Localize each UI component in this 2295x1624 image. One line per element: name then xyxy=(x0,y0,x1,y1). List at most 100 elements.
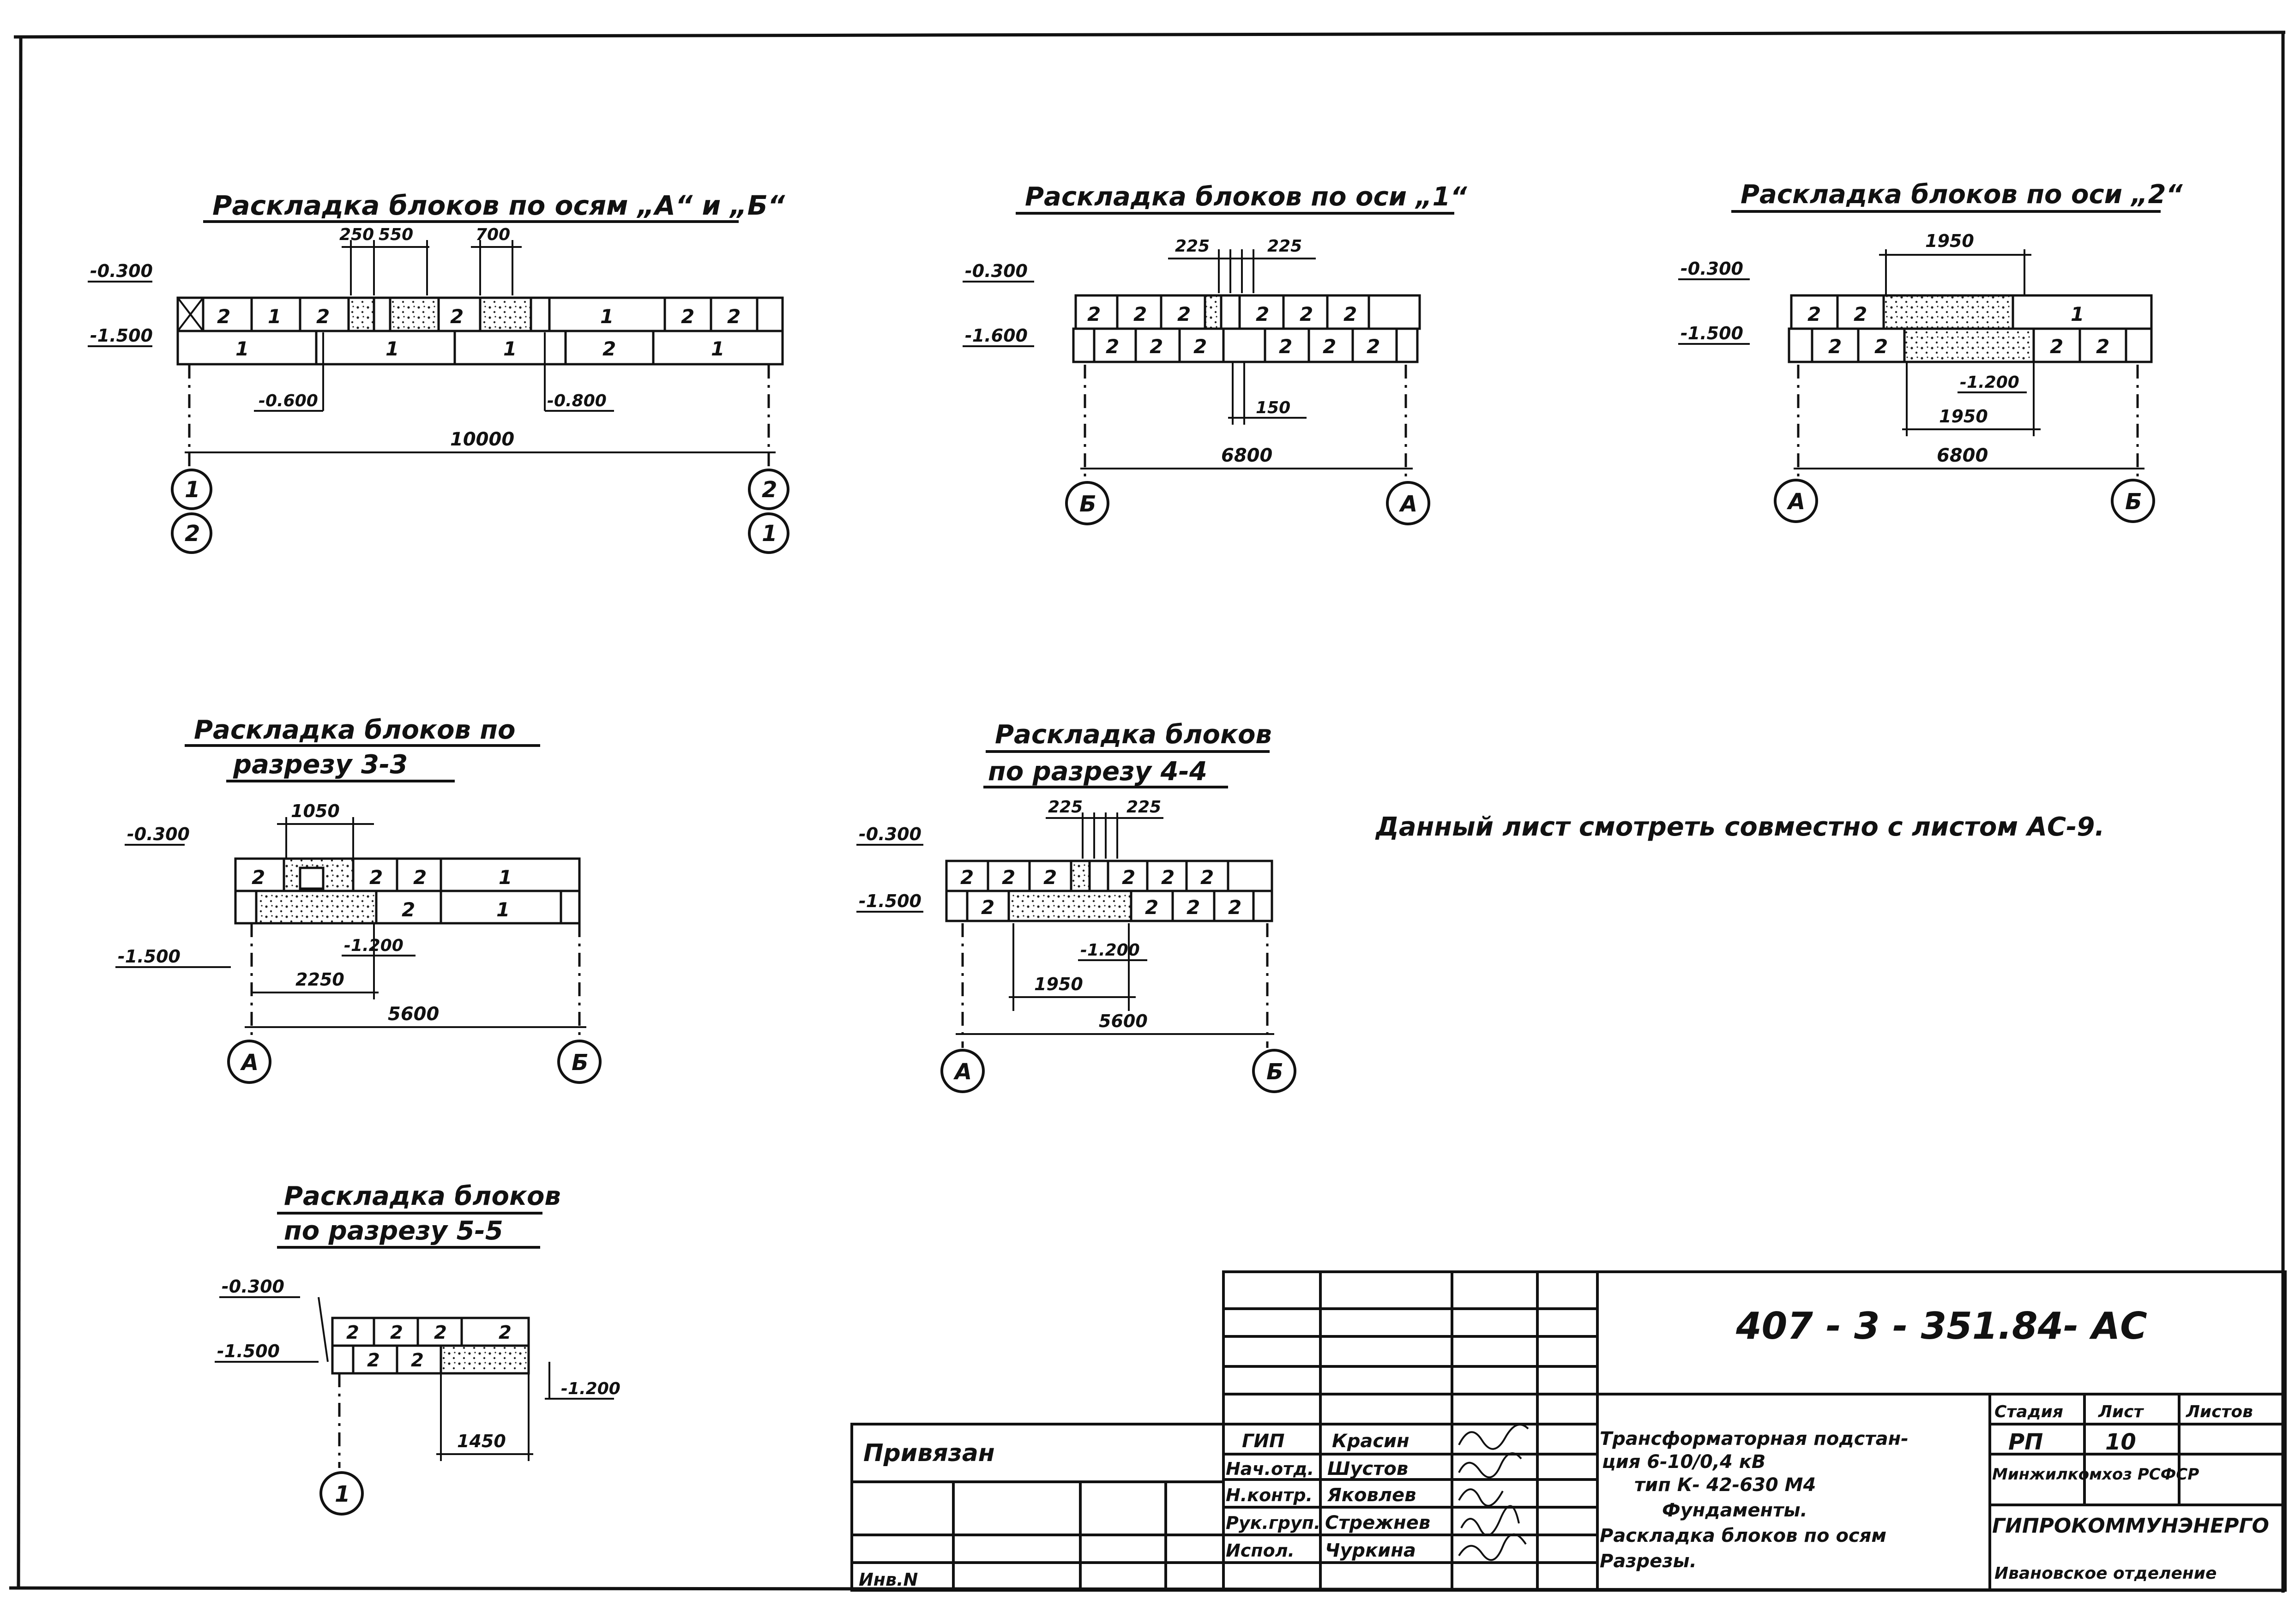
block-mark: 2 xyxy=(681,305,694,328)
level-label: -0.300 xyxy=(90,261,153,281)
dimension-total: 10000 xyxy=(450,429,514,450)
level-label: -0.300 xyxy=(965,261,1028,281)
level-label: -0.300 xyxy=(1681,259,1743,279)
block-mark: 2 xyxy=(1087,303,1101,325)
view-section-4-4: Раскладка блоков по разрезу 4-4 -0.300 -… xyxy=(856,720,1296,1093)
signature xyxy=(1458,1424,1529,1450)
sheets-header: Листов xyxy=(2186,1402,2253,1421)
block-mark: 2 xyxy=(1145,896,1158,919)
view-title: Раскладка блоков xyxy=(995,720,1272,750)
person-name: Чуркина xyxy=(1325,1540,1416,1561)
level-label: -1.500 xyxy=(217,1341,280,1361)
dimension: 225 xyxy=(1048,798,1083,817)
axis-label: А xyxy=(953,1059,972,1085)
block-mark: 2 xyxy=(217,305,230,328)
dimension-total: 6800 xyxy=(1937,445,1988,466)
block-mark: 2 xyxy=(727,305,741,328)
block-mark: 2 xyxy=(367,1350,380,1371)
block-mark: 1 xyxy=(503,337,517,360)
axis-label: 1 xyxy=(335,1481,350,1507)
title-block: 407 - 3 - 351.84- АС Привязан Инв.N ГИП … xyxy=(850,1270,2287,1592)
dimension: 250 xyxy=(339,225,374,244)
view-title: Раскладка блоков по оси „1“ xyxy=(1025,182,1467,212)
block-mark: 2 xyxy=(2050,335,2063,358)
block-mark: 2 xyxy=(981,896,994,919)
block-mark: 2 xyxy=(960,866,974,889)
block-mark: 1 xyxy=(386,337,399,360)
block-mark: 2 xyxy=(390,1322,403,1343)
level-label: -1.500 xyxy=(1681,323,1743,343)
level-label: -1.500 xyxy=(90,325,153,346)
block-mark: 2 xyxy=(1161,866,1175,889)
attached-label: Привязан xyxy=(863,1439,995,1467)
organization: Ивановское отделение xyxy=(1994,1564,2217,1583)
block-mark: 2 xyxy=(1200,866,1214,889)
block-mark: 2 xyxy=(413,866,427,889)
dimension-total: 6800 xyxy=(1221,445,1272,466)
block-mark: 2 xyxy=(1150,335,1163,358)
view-title: разрезу 3-3 xyxy=(233,750,408,780)
sheet-title: Разрезы. xyxy=(1600,1551,1697,1572)
axis-label: Б xyxy=(2125,489,2142,515)
block-mark: 2 xyxy=(1828,335,1842,358)
level-label: -0.300 xyxy=(127,824,190,844)
block-mark: 2 xyxy=(1106,335,1119,358)
block-mark: 2 xyxy=(369,866,383,889)
block-mark: 2 xyxy=(1177,303,1191,325)
organization: ГИПРОКОММУНЭНЕРГО xyxy=(1992,1514,2269,1538)
dimension: 550 xyxy=(379,225,413,244)
role-label: ГИП xyxy=(1242,1431,1284,1452)
sublevel-label: -1.200 xyxy=(1960,373,2019,392)
level-label: -0.300 xyxy=(222,1276,284,1297)
dimension: 700 xyxy=(476,225,510,244)
dimension: 1050 xyxy=(291,801,340,821)
block-mark: 2 xyxy=(1854,303,1867,325)
sublevel-label: -0.800 xyxy=(547,391,607,410)
person-name: Красин xyxy=(1332,1431,1410,1452)
role-label: Испол. xyxy=(1226,1540,1295,1561)
person-name: Шустов xyxy=(1327,1458,1408,1480)
axis-label: А xyxy=(1786,489,1805,515)
axis-label: Б xyxy=(1079,491,1096,517)
drawing-code: 407 - 3 - 351.84- АС xyxy=(1735,1305,2147,1347)
sheet-note: Данный лист смотреть совместно с листом … xyxy=(1375,812,2105,842)
view-axes-a-b: Раскладка блоков по осям „А“ и „Б“ -0.30… xyxy=(88,190,789,554)
dimension: 1950 xyxy=(1939,406,1988,427)
block-mark: 2 xyxy=(1343,303,1357,325)
organization: Минжилкомхоз РСФСР xyxy=(1992,1465,2199,1484)
person-name: Стрежнев xyxy=(1325,1512,1430,1534)
view-title: Раскладка блоков xyxy=(284,1181,561,1211)
block-mark: 2 xyxy=(1193,335,1207,358)
axis-label: 2 xyxy=(762,477,777,503)
axis-label: 1 xyxy=(762,521,777,547)
role-label: Рук.груп. xyxy=(1226,1513,1320,1533)
dimension: 1450 xyxy=(457,1431,506,1451)
sheet-title: Раскладка блоков по осям xyxy=(1600,1525,1886,1546)
view-section-3-3: Раскладка блоков по разрезу 3-3 -0.300 -… xyxy=(115,715,602,1084)
level-label: -0.300 xyxy=(859,824,922,844)
dimension: 2250 xyxy=(295,969,344,990)
level-label: -1.600 xyxy=(965,325,1028,346)
view-axis-2: Раскладка блоков по оси „2“ -0.300 -1.50… xyxy=(1678,180,2183,523)
object-name: ция 6-10/0,4 кВ xyxy=(1602,1451,1765,1473)
block-mark: 2 xyxy=(1043,866,1057,889)
axis-label: Б xyxy=(1266,1059,1283,1085)
block-mark: 2 xyxy=(1122,866,1135,889)
block-mark: 2 xyxy=(2096,335,2109,358)
stage-value: РП xyxy=(2008,1429,2043,1455)
view-section-5-5: Раскладка блоков по разрезу 5-5 -0.300 -… xyxy=(215,1181,620,1516)
axis-label: А xyxy=(240,1050,259,1076)
view-title: по разрезу 5-5 xyxy=(284,1216,503,1246)
block-mark: 1 xyxy=(2071,303,2084,325)
block-mark: 2 xyxy=(1300,303,1313,325)
sheet-title: Фундаменты. xyxy=(1662,1500,1807,1521)
block-mark: 2 xyxy=(1228,896,1241,919)
level-label: -1.500 xyxy=(859,891,922,911)
dimension: 225 xyxy=(1267,237,1302,256)
dimension: 225 xyxy=(1175,237,1210,256)
view-title: по разрезу 4-4 xyxy=(988,757,1207,787)
block-mark: 2 xyxy=(1367,335,1380,358)
block-mark: 2 xyxy=(1279,335,1292,358)
block-mark: 2 xyxy=(252,866,265,889)
